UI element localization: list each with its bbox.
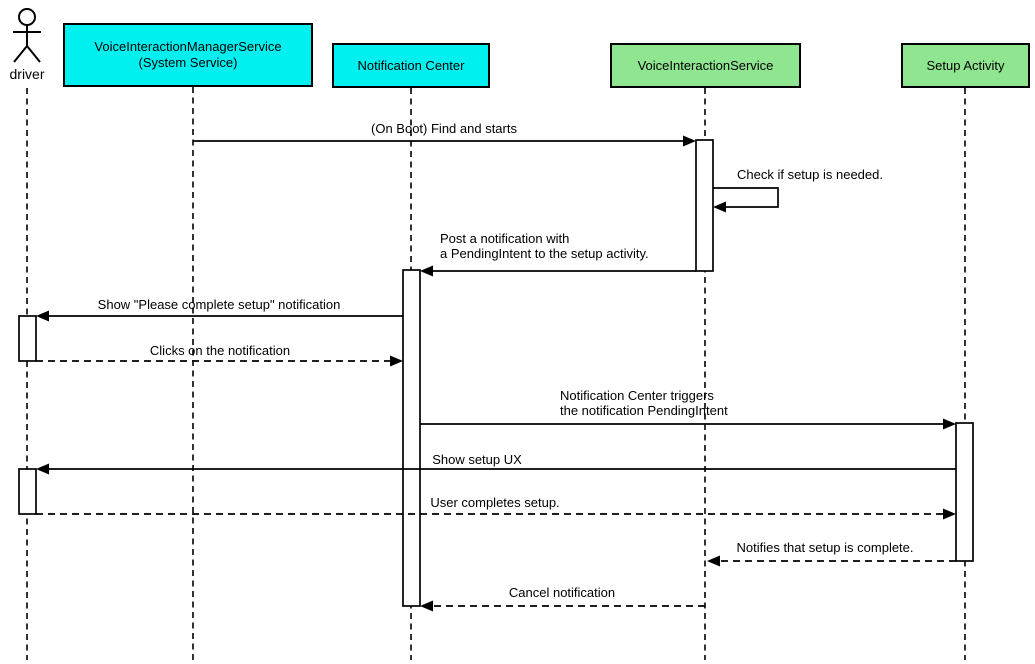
activation-notification-center (402, 269, 421, 607)
message-clicks-on-notification (36, 355, 403, 367)
message-show-please-complete-setup (36, 310, 403, 322)
arrowhead-right-icon (390, 355, 403, 367)
message-label-clicks-on-notification: Clicks on the notification (149, 343, 291, 358)
arrowhead-left-icon (36, 463, 49, 475)
actor-leg-left (13, 45, 28, 63)
message-user-completes-setup (36, 508, 956, 520)
message-label-line: the notification PendingIntent (560, 403, 728, 418)
arrowhead-right-icon (943, 418, 956, 430)
message-notifies-setup-complete (707, 555, 956, 567)
message-label-triggers-pendingintent: Notification Center triggers the notific… (560, 388, 728, 418)
arrowhead-left-icon (420, 265, 433, 277)
arrowhead-left-icon (713, 201, 726, 213)
message-line (713, 187, 779, 208)
message-label-user-completes-setup: User completes setup. (430, 495, 560, 510)
message-label-line: a PendingIntent to the setup activity. (440, 246, 649, 261)
participant-voiceinteractionservice: VoiceInteractionService (610, 43, 801, 88)
arrowhead-left-icon (707, 555, 720, 567)
participant-setup-activity: Setup Activity (901, 43, 1030, 88)
message-arrows (36, 135, 956, 612)
message-label-on-boot-find-and-starts: (On Boot) Find and starts (371, 121, 517, 136)
participant-label: VoiceInteractionService (637, 57, 774, 73)
message-label-check-if-setup-needed: Check if setup is needed. (737, 167, 883, 182)
actor-head (18, 8, 36, 26)
message-label-show-setup-ux: Show setup UX (432, 452, 522, 467)
activation-voiceinteractionservice (695, 139, 714, 272)
activation-driver-2 (18, 468, 37, 515)
message-label-line: Notification Center triggers (560, 388, 714, 403)
message-label-show-please-complete-setup: Show "Please complete setup" notificatio… (97, 297, 341, 312)
message-on-boot-find-and-starts (193, 135, 696, 147)
message-show-setup-ux (36, 463, 956, 475)
message-post-notification (420, 265, 696, 277)
participant-label: VoiceInteractionManagerService (94, 39, 282, 54)
arrowhead-left-icon (36, 310, 49, 322)
participant-label: Setup Activity (926, 57, 1005, 73)
participant-label: Notification Center (357, 57, 465, 73)
message-triggers-pendingintent (420, 418, 956, 430)
participant-sublabel: (System Service) (138, 55, 238, 70)
actor-label-driver: driver (9, 66, 45, 82)
message-cancel-notification (420, 600, 705, 612)
activation-driver-1 (18, 315, 37, 362)
activation-bars (18, 139, 974, 607)
arrowhead-right-icon (943, 508, 956, 520)
message-label-notifies-setup-complete: Notifies that setup is complete. (736, 540, 914, 555)
participant-notification-center: Notification Center (332, 43, 490, 88)
message-check-if-setup-needed-self (713, 187, 779, 213)
actor-figure-icon (13, 8, 41, 63)
message-label-cancel-notification: Cancel notification (508, 585, 616, 600)
actor-leg-right (26, 45, 41, 63)
participant-voiceinteractionmanagerservice: VoiceInteractionManagerService (System S… (63, 23, 313, 87)
arrowhead-left-icon (420, 600, 433, 612)
message-label-post-notification: Post a notification with a PendingIntent… (440, 231, 649, 261)
activation-setup-activity (955, 422, 974, 562)
arrowhead-right-icon (683, 135, 696, 147)
message-label-line: Post a notification with (440, 231, 570, 246)
